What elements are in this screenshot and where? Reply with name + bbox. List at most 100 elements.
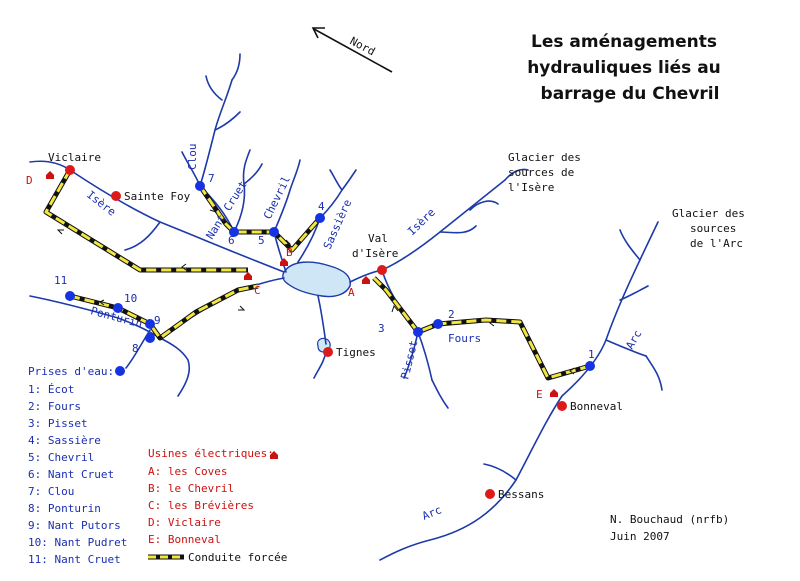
intake-2	[433, 319, 443, 329]
tignes-lower	[313, 351, 327, 379]
glacier-isere-line-2: sources de	[508, 166, 574, 179]
title-line-3: barrage du Chevril	[541, 84, 720, 104]
glacier-arc-line-2: sources	[690, 222, 736, 235]
label-isere-east: Isère	[405, 206, 438, 238]
pisset-lower	[431, 379, 449, 409]
intake-number-5: 5	[258, 234, 265, 247]
label-tignes: Tignes	[336, 346, 376, 359]
legend-intake-7: 7: Clou	[28, 485, 74, 498]
arc-river	[379, 221, 659, 561]
legend-plant-c: C: les Brévières	[148, 499, 254, 512]
chevril-lake	[282, 261, 351, 298]
isere-east-branch	[439, 225, 477, 234]
glacier-labels: Glacier des sources de l'Isère Glacier d…	[508, 151, 745, 250]
plant-letter-c: C	[254, 284, 261, 297]
town-viclaire	[65, 165, 75, 175]
isere-side-branch	[124, 221, 161, 251]
arc-branch-3	[619, 285, 649, 301]
legend-intake-5: 5: Chevril	[28, 451, 94, 464]
label-viclaire: Viclaire	[48, 151, 101, 164]
label-bessans: Bessans	[498, 488, 544, 501]
label-sassiere: Sassière	[321, 198, 354, 252]
credit-date: Juin 2007	[610, 530, 670, 543]
arrow-icon	[391, 304, 399, 313]
legend-plant-e: E: Bonneval	[148, 533, 221, 546]
arrow-icon	[283, 239, 292, 246]
plant-letter-d: D	[26, 174, 33, 187]
legend-plants: Usines électriques: A: les Coves B: le C…	[148, 447, 287, 564]
intake-number-7: 7	[208, 172, 215, 185]
ponturin-lower	[159, 337, 191, 397]
plant-letters: A B C D E	[26, 174, 543, 401]
intake-number-10: 10	[124, 292, 137, 305]
legend-plant-d: D: Viclaire	[148, 516, 221, 529]
isere-glacier-branch	[504, 168, 529, 181]
conduit-flow-arrows	[56, 205, 575, 375]
town-bessans	[485, 489, 495, 499]
legend-intakes-title: Prises d'eau:	[28, 365, 114, 378]
label-bonneval: Bonneval	[570, 400, 623, 413]
legend-intake-dot	[115, 366, 125, 376]
plant-b-icon	[280, 258, 288, 266]
legend-intake-9: 9: Nant Putors	[28, 519, 121, 532]
arc-branch-4	[619, 229, 641, 261]
label-sainte-foy: Sainte Foy	[124, 190, 191, 203]
intake-number-4: 4	[318, 200, 325, 213]
legend-intake-6: 6: Nant Cruet	[28, 468, 114, 481]
intake-number-6: 6	[228, 234, 235, 247]
plant-letter-b: B	[286, 246, 293, 259]
intake-number-2: 2	[448, 308, 455, 321]
intake-11	[65, 291, 75, 301]
glacier-isere-line-3: l'Isère	[508, 181, 554, 194]
intake-number-9: 9	[154, 314, 161, 327]
arrow-icon	[56, 229, 64, 235]
arrow-icon	[238, 305, 246, 311]
legend-intake-3: 3: Pisset	[28, 417, 88, 430]
intake-4	[315, 213, 325, 223]
north-arrow: Nord	[311, 27, 393, 73]
clou-branch-1	[214, 111, 241, 131]
sassiere-branch	[329, 169, 343, 191]
isere-river-west	[69, 169, 285, 273]
legend-intake-4: 4: Sassière	[28, 434, 101, 447]
plant-e-icon	[550, 389, 558, 397]
north-arrow-line	[313, 28, 393, 73]
isere-east-fork	[469, 200, 499, 211]
plant-c-icon	[244, 272, 252, 280]
town-val-isere	[377, 265, 387, 275]
label-arc-south: Arc	[420, 503, 443, 522]
label-pisset: Pisset	[398, 339, 420, 381]
intake-number-1: 1	[588, 348, 595, 361]
legend-conduit-label: Conduite forcée	[188, 551, 287, 564]
label-clou: Clou	[186, 144, 199, 171]
legend-intake-2: 2: Fours	[28, 400, 81, 413]
legend-plant-b: B: le Chevril	[148, 482, 234, 495]
clou-river	[199, 79, 233, 187]
title-line-1: Les aménagements	[531, 32, 717, 52]
intake-7	[195, 181, 205, 191]
water-intakes	[65, 181, 595, 371]
plant-d-icon	[46, 171, 54, 179]
intake-number-8: 8	[132, 342, 139, 355]
legend-plant-house-icon	[270, 451, 278, 459]
chevril-river	[273, 159, 301, 233]
intake-8	[145, 333, 155, 343]
legend-intakes: Prises d'eau: 1: Écot 2: Fours 3: Pisset…	[28, 365, 127, 566]
arc-branch-1	[605, 339, 647, 357]
clou-branch-2	[205, 75, 223, 101]
credit-author: N. Bouchaud (nrfb)	[610, 513, 729, 526]
legend-plants-title: Usines électriques:	[148, 447, 274, 460]
label-val-isere-1: Val	[368, 232, 388, 245]
town-sainte-foy	[111, 191, 121, 201]
legend-intake-11: 11: Nant Cruet	[28, 553, 121, 566]
intake-number-11: 11	[54, 274, 67, 287]
label-fours: Fours	[448, 332, 481, 345]
isere-river-east	[349, 179, 506, 283]
intake-6	[229, 227, 239, 237]
arrow-icon	[569, 367, 575, 375]
arrow-icon	[209, 205, 217, 213]
plant-letter-e: E	[536, 388, 543, 401]
glacier-isere-line-1: Glacier des	[508, 151, 581, 164]
arrow-icon	[489, 319, 495, 327]
